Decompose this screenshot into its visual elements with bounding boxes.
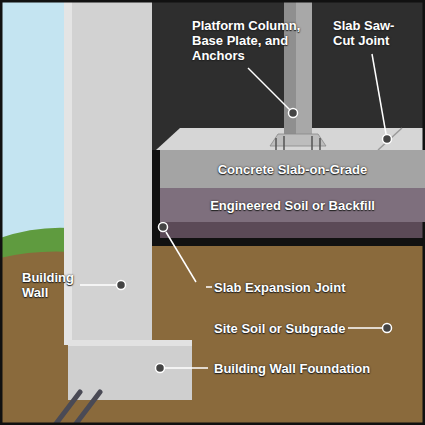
foundation-top — [68, 340, 192, 346]
callout-label: Building Wall — [22, 270, 80, 300]
wall-foundation — [68, 340, 192, 400]
band-text: Concrete Slab-on-Grade — [218, 162, 368, 177]
expansion-joint — [152, 150, 425, 246]
band-text: Engineered Soil or Backfill — [210, 198, 375, 213]
wall-highlight — [64, 0, 72, 345]
grass — [0, 228, 70, 258]
saw-cut-joint — [378, 128, 402, 150]
building-wall — [64, 0, 152, 345]
callout-label: Slab Expansion Joint — [214, 280, 374, 295]
slab-band: Concrete Slab-on-Grade — [160, 150, 425, 188]
callout-label: Slab Saw-Cut Joint — [333, 18, 403, 48]
callout-label: Site Soil or Subgrade — [214, 321, 364, 336]
sky — [0, 0, 70, 240]
rebar — [55, 392, 100, 425]
backfill-band: Engineered Soil or Backfill — [160, 188, 425, 222]
interior-space — [150, 0, 425, 150]
base-plate — [270, 134, 326, 146]
callout-label: Building Wall Foundation — [214, 361, 384, 376]
callout-label: Platform Column, Base Plate, and Anchors — [192, 18, 304, 63]
